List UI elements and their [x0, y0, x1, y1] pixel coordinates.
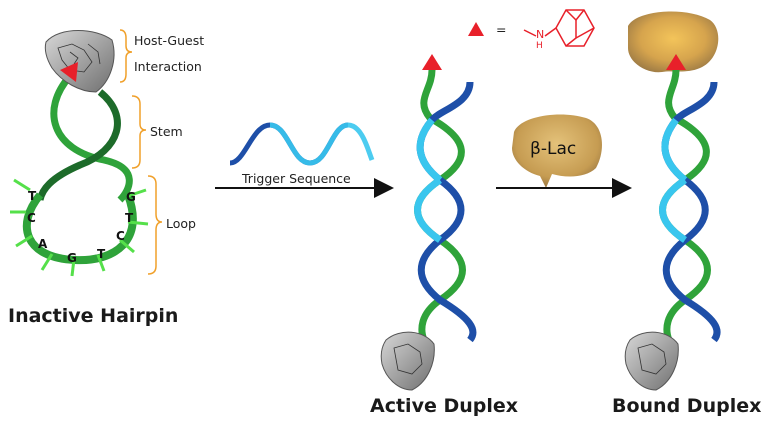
- beta-lac-protein-icon: [512, 114, 602, 188]
- label-beta-lac: β-Lac: [530, 139, 576, 159]
- bound-tag-icon: [666, 54, 686, 70]
- loop-base-6: C: [116, 229, 125, 243]
- label-stem: Stem: [150, 124, 183, 139]
- legend-equals: =: [496, 22, 506, 37]
- active-strand-cyan: [414, 177, 442, 243]
- trigger-arrow-group: Trigger Sequence: [215, 122, 394, 198]
- title-bound-duplex: Bound Duplex: [612, 395, 761, 417]
- label-host-guest-line2: Interaction: [134, 59, 202, 74]
- enzyme-arrow-group: β-Lac: [496, 114, 632, 198]
- inactive-hairpin: T C A G T C T G Host-Guest Interaction S…: [8, 29, 204, 327]
- loop-base-sticks: [10, 178, 149, 277]
- legend: = N H: [468, 9, 595, 51]
- title-inactive-hairpin: Inactive Hairpin: [8, 305, 178, 327]
- hairpin-strand-right: [36, 89, 121, 201]
- loop-base-7: T: [125, 211, 134, 225]
- loop-base-4: G: [67, 251, 77, 265]
- loop-base-1: T: [28, 189, 37, 203]
- bound-protein-icon: [628, 11, 719, 73]
- label-host-guest-line1: Host-Guest: [134, 33, 204, 48]
- bound-strand-cyan: [659, 177, 687, 243]
- active-strand-blue: [416, 81, 477, 343]
- active-tag-icon: [422, 54, 442, 70]
- bound-strand-blue: [661, 81, 721, 343]
- legend-triangle-icon: [468, 22, 484, 36]
- active-duplex: Active Duplex: [370, 54, 518, 417]
- bound-cyclodextrin-icon: [624, 331, 679, 391]
- adamantane-structure-icon: [523, 9, 595, 47]
- active-strand-cyan-2: [416, 117, 443, 183]
- adamantane-tag-icon: [60, 62, 78, 82]
- bracket-host-guest: [119, 29, 133, 83]
- active-cyclodextrin-icon: [380, 331, 435, 391]
- loop-base-5: T: [97, 247, 106, 261]
- loop-base-8: G: [126, 190, 136, 204]
- bracket-stem: [131, 95, 147, 169]
- hairpin-strand-left: [50, 73, 133, 203]
- trigger-wave-light: [269, 122, 375, 166]
- bound-strand-cyan-2: [661, 117, 688, 183]
- bracket-loop: [147, 175, 163, 275]
- loop-base-2: C: [27, 211, 36, 225]
- legend-amine-h: H: [536, 41, 543, 51]
- cyclodextrin-icon: [44, 30, 115, 93]
- label-trigger-sequence: Trigger Sequence: [241, 171, 351, 186]
- label-loop: Loop: [166, 216, 196, 231]
- legend-amine-n: N: [536, 28, 544, 41]
- bound-duplex: Bound Duplex: [612, 11, 761, 417]
- loop-base-3: A: [38, 237, 48, 251]
- title-active-duplex: Active Duplex: [370, 395, 518, 417]
